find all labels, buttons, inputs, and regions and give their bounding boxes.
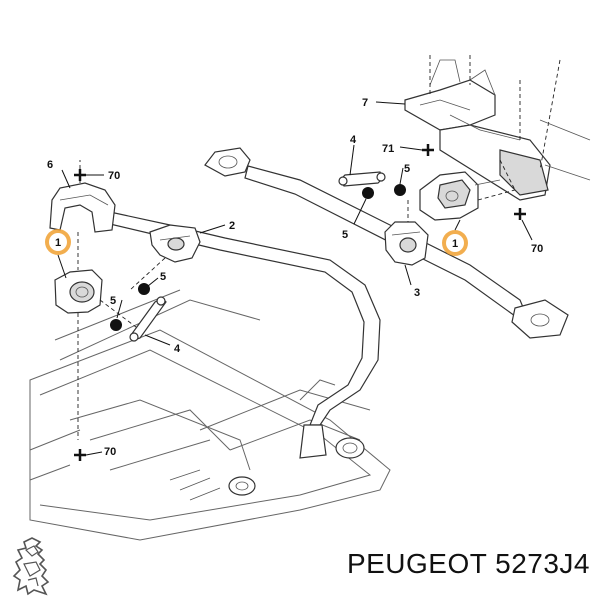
callout-70-right: 70	[531, 243, 543, 255]
left-nuts	[110, 283, 150, 331]
right-bushing	[419, 159, 516, 221]
callout-7: 7	[362, 97, 368, 109]
callout-labels: 6 70 1 2 5 5 4 70 7 4 71 5 5 1 3 70	[47, 97, 543, 458]
peugeot-lion-icon	[12, 537, 50, 596]
callout-5-right-lower: 5	[342, 229, 348, 241]
callout-5-left-upper: 5	[160, 271, 166, 283]
upper-right-bracket	[404, 55, 591, 201]
callout-5-left-lower: 5	[110, 295, 116, 307]
left-bushing	[54, 232, 141, 440]
callout-4-right: 4	[350, 134, 357, 146]
brand-name: PEUGEOT	[346, 548, 487, 579]
item-1-highlights	[45, 229, 468, 256]
right-link-bracket	[384, 200, 429, 266]
brand-part-number: PEUGEOT 5273J4	[347, 548, 590, 580]
left-link-rod	[129, 296, 167, 342]
callout-70-top-left: 70	[108, 170, 120, 182]
callout-4-left: 4	[174, 343, 181, 355]
callout-71: 71	[382, 143, 394, 155]
callout-6: 6	[47, 159, 53, 171]
left-link-bracket	[129, 224, 201, 291]
right-nuts	[362, 184, 406, 199]
callout-3: 3	[414, 287, 420, 299]
subframe	[29, 289, 391, 541]
leader-lines	[57, 101, 533, 456]
part-number: 5273J4	[495, 548, 590, 579]
left-bushing-clamp	[49, 160, 116, 233]
callout-5-right-upper: 5	[404, 163, 410, 175]
right-link-rod	[338, 171, 386, 187]
callout-70-bottom-left: 70	[104, 446, 116, 458]
callout-1-right: 1	[452, 238, 458, 250]
callout-1-left: 1	[55, 237, 61, 249]
callout-2: 2	[229, 220, 235, 232]
stabilizer-bar	[109, 147, 569, 459]
cross-markers	[74, 144, 526, 461]
